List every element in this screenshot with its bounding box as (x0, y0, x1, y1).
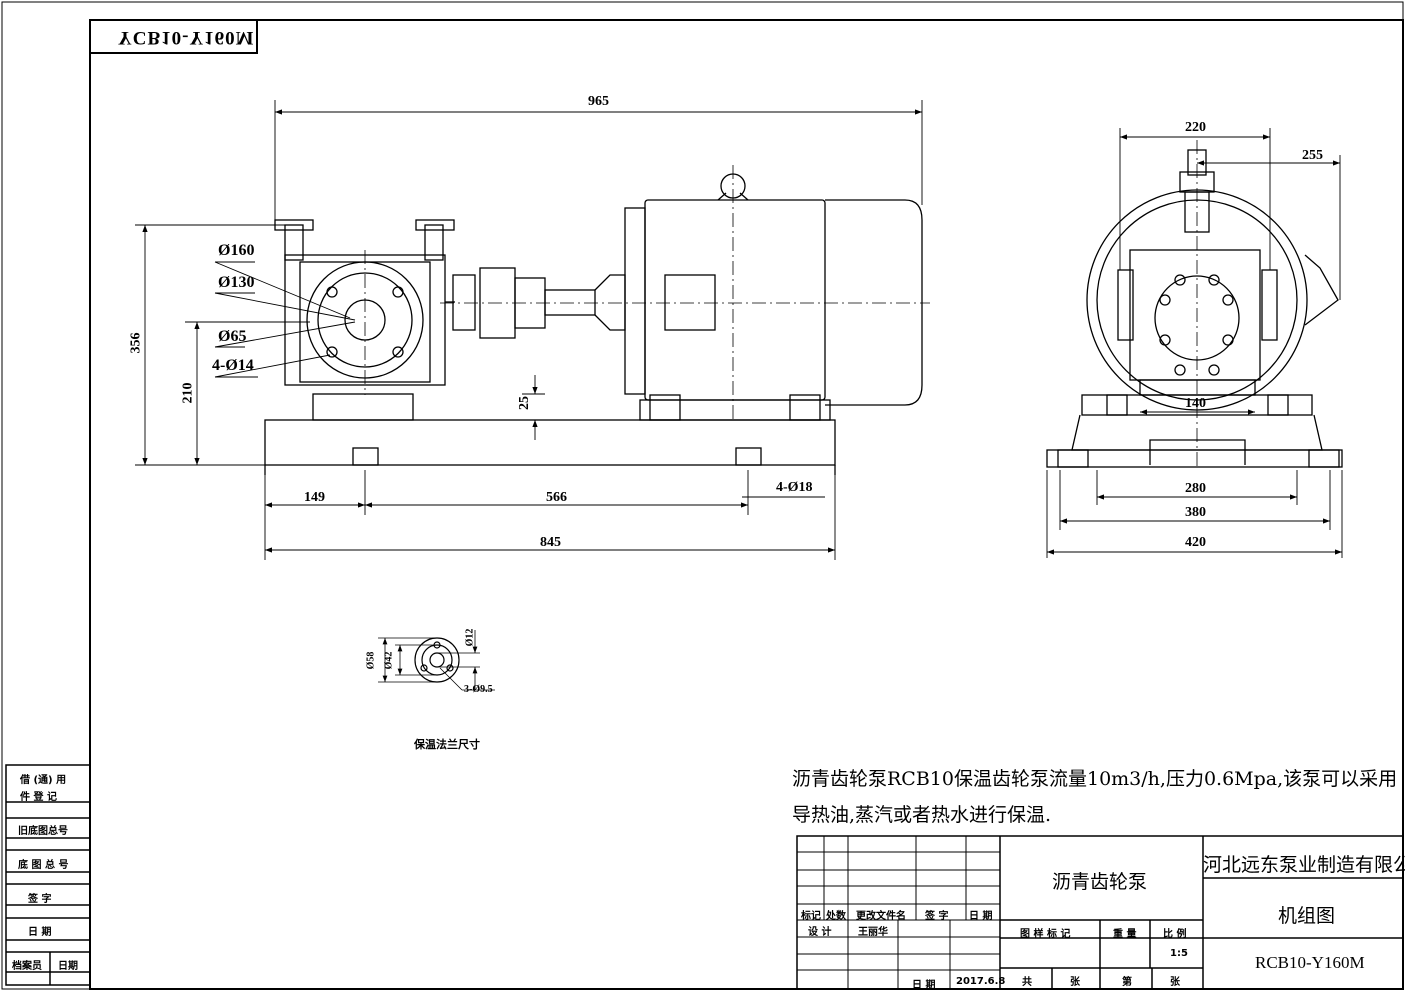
tb-weight: 重 量 (1113, 929, 1137, 940)
tb-design: 设 计 (808, 927, 832, 938)
dim-280: 280 (1185, 481, 1206, 496)
flange-detail (378, 630, 495, 691)
tb-change-doc: 更改文件名 (856, 911, 906, 922)
note-line2: 导热油,蒸汽或者热水进行保温. (792, 804, 1052, 826)
tb-drawing-type: 机组图 (1278, 905, 1336, 927)
dim-566: 566 (546, 490, 567, 505)
tb-sheet-no: 第 (1122, 977, 1132, 988)
stamp-date: 日 期 (28, 927, 52, 938)
note-line1: 沥青齿轮泵RCB10保温齿轮泵流量10m3/h,压力0.6Mpa,该泵可以采用 (792, 768, 1398, 790)
dim-420: 420 (1185, 535, 1206, 550)
side-view (1046, 140, 1343, 470)
drawing-code-mirrored: YCB10-Y160M (118, 27, 255, 48)
dim-255: 255 (1302, 148, 1323, 163)
stamp-date-2: 日期 (58, 961, 78, 972)
dim-220: 220 (1185, 120, 1206, 135)
title-block-left-grid (797, 836, 1000, 989)
flange-holes: 3-Ø9.5 (464, 684, 493, 695)
front-dimensions (135, 100, 923, 560)
stamp-sign: 签 字 (28, 894, 52, 905)
tb-place: 处数 (826, 911, 846, 922)
stamp-borrow-2: 件 登 记 (20, 792, 57, 803)
dim-380: 380 (1185, 505, 1206, 520)
dim-149: 149 (304, 490, 325, 505)
tb-stage-mark: 图 样 标 记 (1020, 929, 1071, 940)
stamp-old-total: 旧底图总号 (18, 826, 68, 837)
tb-mark: 标记 (801, 911, 821, 922)
title-block-grid (796, 835, 1404, 990)
tb-total: 共 (1022, 977, 1032, 988)
tb-designer: 王丽华 (858, 927, 888, 938)
flange-phi58: Ø58 (365, 651, 377, 670)
tb-date: 日 期 (969, 911, 993, 922)
dim-356: 356 (128, 332, 144, 354)
dim-phi160: Ø160 (218, 242, 255, 259)
left-stamp-table (5, 764, 91, 986)
tb-scale: 比 例 (1163, 929, 1187, 940)
dim-965: 965 (588, 94, 609, 109)
dim-210: 210 (180, 382, 196, 404)
stamp-archivist: 档案员 (12, 961, 42, 972)
dim-140: 140 (1185, 396, 1206, 411)
dim-phi130: Ø130 (218, 274, 255, 291)
dim-flange-holes: 4-Ø14 (212, 357, 254, 374)
tb-scale-value: 1:5 (1170, 948, 1188, 959)
tb-model: RCB10-Y160M (1255, 953, 1365, 972)
dim-845: 845 (540, 535, 561, 550)
tb-company: 河北远东泵业制造有限公司 (1203, 854, 1405, 876)
flange-phi42: Ø42 (383, 651, 395, 670)
tb-date-value: 2017.6.8 (956, 976, 1006, 987)
side-dimensions (1046, 128, 1343, 558)
tb-date-label: 日 期 (912, 980, 936, 991)
dim-bolt-holes: 4-Ø18 (776, 480, 813, 495)
tb-sign: 签 字 (925, 911, 949, 922)
flange-phi12: Ø12 (464, 628, 476, 647)
front-view (264, 165, 930, 475)
tb-sheets: 张 (1070, 977, 1080, 988)
tb-sheets-2: 张 (1170, 977, 1180, 988)
dim-25: 25 (517, 396, 532, 410)
flange-caption: 保温法兰尺寸 (414, 738, 480, 751)
dim-phi65: Ø65 (218, 328, 247, 345)
tb-product-name: 沥青齿轮泵 (1052, 871, 1148, 893)
stamp-borrow-1: 借 (通) 用 (20, 775, 67, 786)
stamp-base-total: 底 图 总 号 (18, 860, 69, 871)
